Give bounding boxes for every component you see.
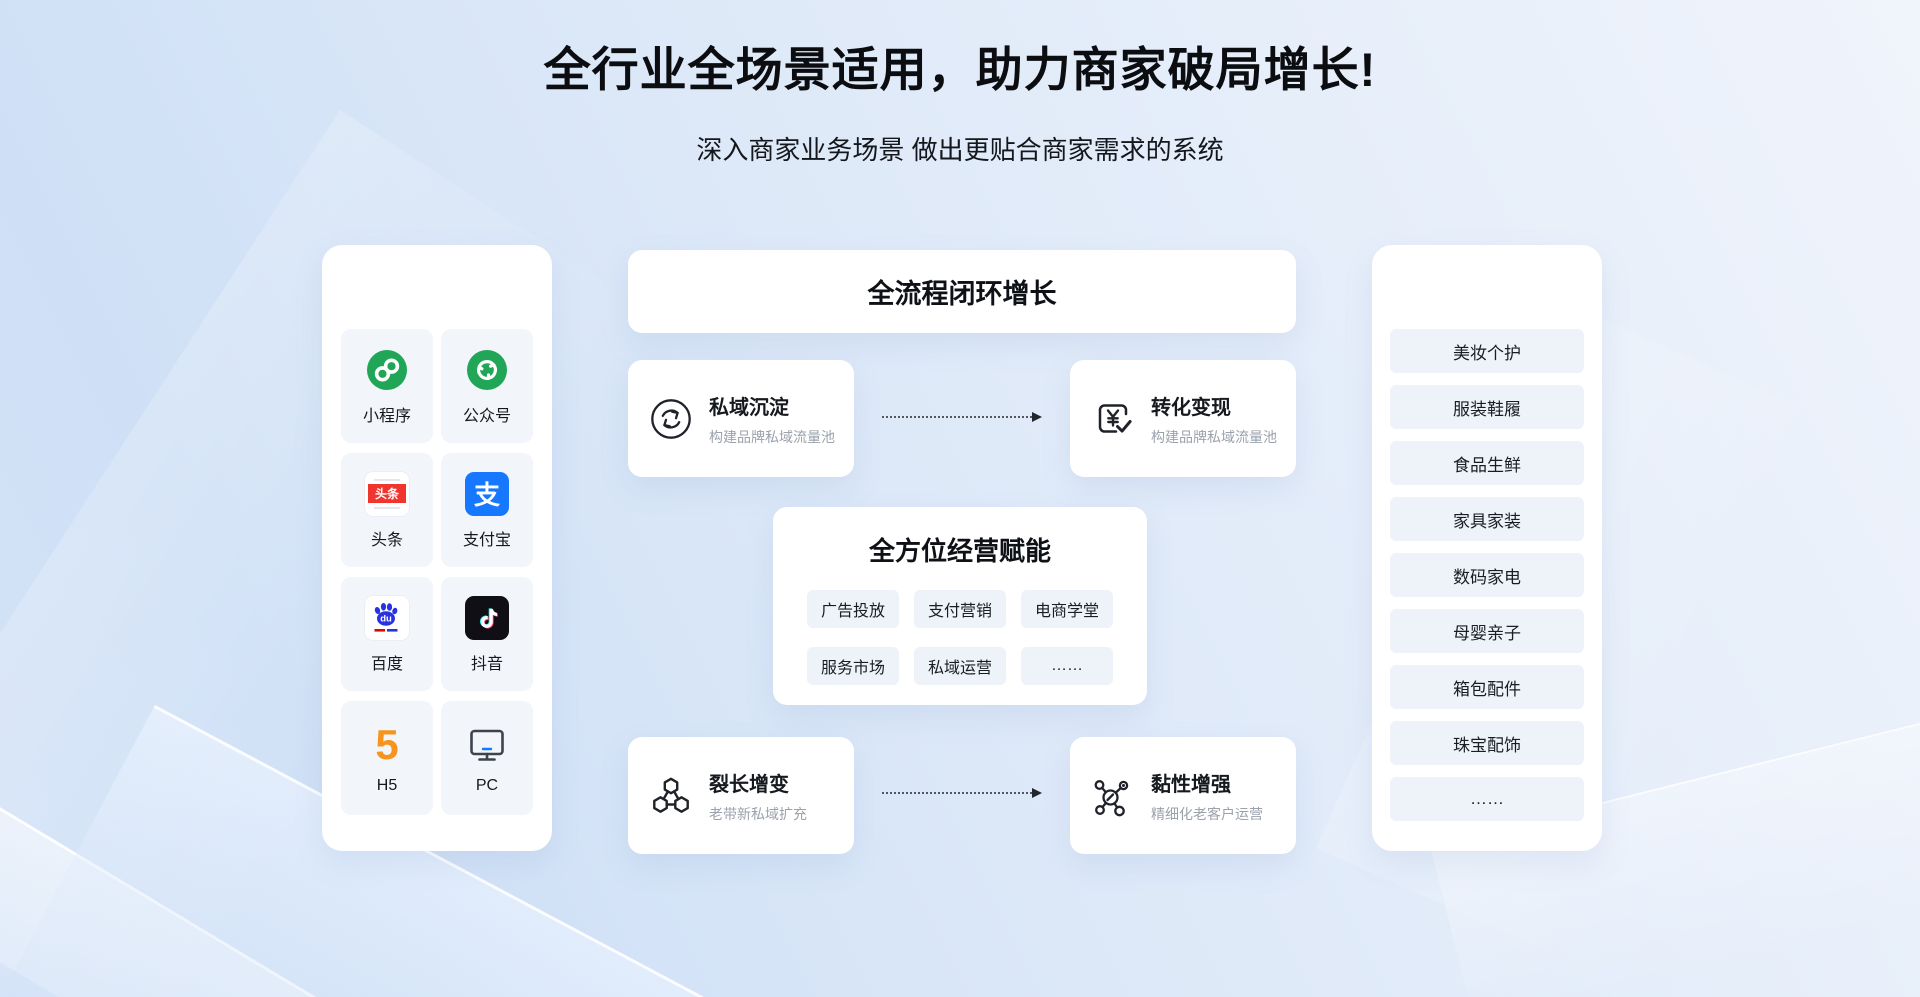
step-title: 转化变现 [1151,396,1231,419]
background-plane [0,830,595,997]
arrow-right-icon [882,788,1042,798]
toutiao-icon-text: 头条 [368,484,406,503]
channel-tile-baidu: du 百度 [341,577,433,691]
arrow-right-icon [882,412,1042,422]
channel-label: 抖音 [470,655,503,673]
h5-icon: 5 [364,722,410,768]
enablement-chip: 私域运营 [914,647,1006,685]
channel-label: 小程序 [362,407,411,425]
step-desc: 构建品牌私域流量池 [1151,428,1277,445]
step-desc: 老带新私域扩充 [709,805,807,822]
channels-card: 小程序 公众号 [322,245,552,851]
step-title: 黏性增强 [1151,773,1231,796]
flow-header-card: 全流程闭环增长 [628,250,1296,333]
enablement-title: 全方位经营赋能 [868,536,1051,566]
step-card-private-domain: 私域沉淀 构建品牌私域流量池 [628,360,854,477]
douyin-icon [464,595,510,641]
page-title: 全行业全场景适用，助力商家破局增长! [543,43,1377,96]
page-subtitle: 深入商家业务场景 做出更贴合商家需求的系统 [696,135,1224,165]
channel-grid: 小程序 公众号 [341,329,533,815]
step-desc: 构建品牌私域流量池 [709,428,835,445]
industry-pill-more: …… [1390,777,1584,821]
channel-label: 头条 [370,531,403,549]
enablement-card: 全方位经营赋能 广告投放 支付营销 电商学堂 服务市场 私域运营 …… [773,507,1147,705]
industry-pill: 箱包配件 [1390,665,1584,709]
industry-pill: 母婴亲子 [1390,609,1584,653]
step-title: 私域沉淀 [709,396,789,419]
h5-icon-text: 5 [375,720,399,768]
channel-tile-miniprogram: 小程序 [341,329,433,443]
step-desc: 精细化老客户运营 [1151,805,1263,822]
step-card-conversion: 转化变现 构建品牌私域流量池 [1070,360,1296,477]
industry-pill: 美妆个护 [1390,329,1584,373]
step-card-fission-growth: 裂长增变 老带新私域扩充 [628,737,854,854]
channel-label: 公众号 [462,407,511,425]
channel-label: H5 [376,776,398,794]
alipay-icon-text: 支 [473,480,500,510]
industry-pill: 食品生鲜 [1390,441,1584,485]
yuan-check-icon [1090,396,1136,442]
baidu-icon-text: du [380,613,392,624]
toutiao-icon: 头条 [364,470,410,517]
channel-tile-h5: 5 H5 [341,701,433,815]
cycle-arrows-icon [648,396,694,442]
network-nodes-icon [648,773,694,819]
pc-monitor-icon [464,722,510,768]
industries-card: 美妆个护 服装鞋履 食品生鲜 家具家装 数码家电 母婴亲子 箱包配件 珠宝配饰 … [1372,245,1602,851]
industry-pill: 服装鞋履 [1390,385,1584,429]
enablement-chip: 电商学堂 [1021,590,1113,628]
flow-header-title: 全流程闭环增长 [867,279,1057,309]
channel-tile-douyin: 抖音 [441,577,533,691]
channel-tile-official-account: 公众号 [441,329,533,443]
industry-list: 美妆个护 服装鞋履 食品生鲜 家具家装 数码家电 母婴亲子 箱包配件 珠宝配饰 … [1390,329,1584,821]
channel-tile-toutiao: 头条 头条 [341,453,433,567]
step-card-stickiness: 黏性增强 精细化老客户运营 [1070,737,1296,854]
enablement-chip: 服务市场 [807,647,899,685]
enablement-chip-grid: 广告投放 支付营销 电商学堂 服务市场 私域运营 …… [807,590,1113,685]
channel-tile-alipay: 支 支付宝 [441,453,533,567]
channel-tile-pc: PC [441,701,533,815]
baidu-icon: du [364,594,410,641]
wechat-official-account-icon [464,347,510,393]
industry-pill: 家具家装 [1390,497,1584,541]
channel-label: 百度 [370,655,403,673]
enablement-chip: 广告投放 [807,590,899,628]
industry-pill: 数码家电 [1390,553,1584,597]
wechat-miniprogram-icon [364,347,410,393]
alipay-icon: 支 [464,471,510,517]
enablement-chip-more: …… [1021,647,1113,685]
enablement-chip: 支付营销 [914,590,1006,628]
step-title: 裂长增变 [709,773,789,796]
industry-pill: 珠宝配饰 [1390,721,1584,765]
channel-label: PC [475,776,499,794]
molecule-icon [1090,773,1136,819]
channel-label: 支付宝 [462,531,511,549]
